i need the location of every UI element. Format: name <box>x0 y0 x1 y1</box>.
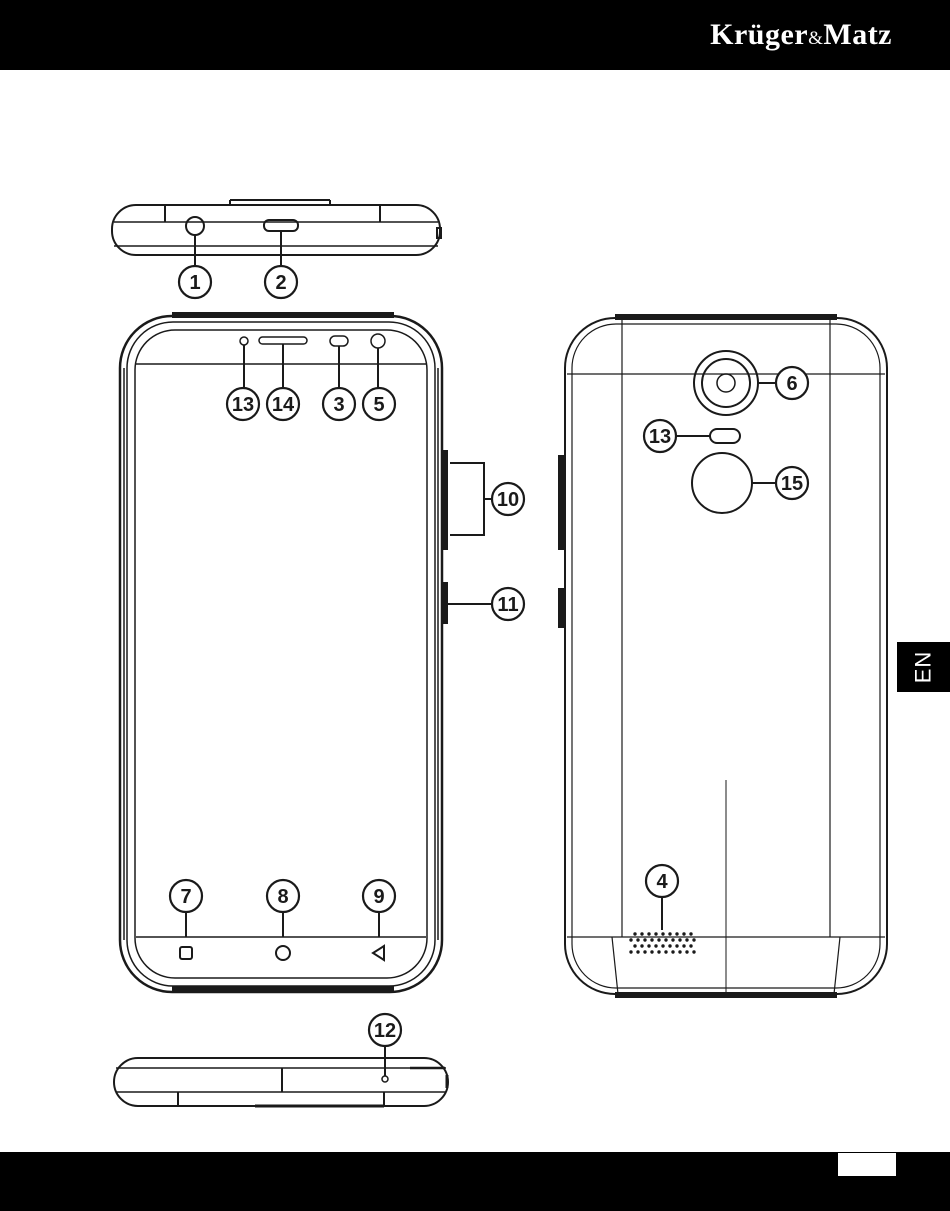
callout-label: 13 <box>232 394 254 416</box>
top-edge-view <box>112 200 441 266</box>
callout-2: 2 <box>265 266 297 298</box>
callout-6: 6 <box>776 367 808 399</box>
callout-label: 8 <box>277 886 288 908</box>
callout-label: 13 <box>649 426 671 448</box>
callout-4: 4 <box>646 865 678 897</box>
callout-5: 5 <box>363 388 395 420</box>
callout-3: 3 <box>323 388 355 420</box>
callout-7: 7 <box>170 880 202 912</box>
front-camera-icon <box>371 334 385 348</box>
callout-label: 3 <box>333 394 344 416</box>
recent-apps-key-icon <box>180 947 192 959</box>
callout-label: 2 <box>275 272 286 294</box>
bottom-edge-view <box>114 1046 448 1108</box>
callout-label: 10 <box>497 489 519 511</box>
callout-label: 12 <box>374 1020 396 1042</box>
callout-15: 15 <box>776 467 808 499</box>
flash-icon <box>710 429 740 443</box>
rear-camera-icon <box>702 359 750 407</box>
callout-14: 14 <box>267 388 299 420</box>
callout-label: 4 <box>656 871 668 893</box>
back-key-icon <box>373 946 384 960</box>
callout-13-back: 13 <box>644 420 676 452</box>
microphone-icon <box>382 1076 388 1082</box>
callout-9: 9 <box>363 880 395 912</box>
callout-label: 14 <box>272 394 295 416</box>
back-phone <box>558 314 887 998</box>
front-sensor-icon <box>330 336 348 346</box>
headphone-jack-icon <box>186 217 204 235</box>
callout-11: 11 <box>492 588 524 620</box>
callout-13-front: 13 <box>227 388 259 420</box>
power-button <box>442 582 448 624</box>
rear-camera-outer-icon <box>694 351 758 415</box>
callout-1: 1 <box>179 266 211 298</box>
callout-label: 1 <box>189 272 200 294</box>
callout-label: 9 <box>373 886 384 908</box>
callout-label: 11 <box>497 594 518 616</box>
earpiece-icon <box>259 337 307 344</box>
fingerprint-sensor-icon <box>692 453 752 513</box>
callout-label: 6 <box>786 373 797 395</box>
callout-label: 15 <box>781 473 803 495</box>
home-key-icon <box>276 946 290 960</box>
rear-speaker-grille <box>629 932 695 953</box>
callout-label: 7 <box>180 886 191 908</box>
callout-10: 10 <box>492 483 524 515</box>
callout-label: 5 <box>373 394 384 416</box>
light-sensor-icon <box>240 337 248 345</box>
callout-8: 8 <box>267 880 299 912</box>
callout-12: 12 <box>369 1014 401 1046</box>
volume-button <box>442 450 448 550</box>
